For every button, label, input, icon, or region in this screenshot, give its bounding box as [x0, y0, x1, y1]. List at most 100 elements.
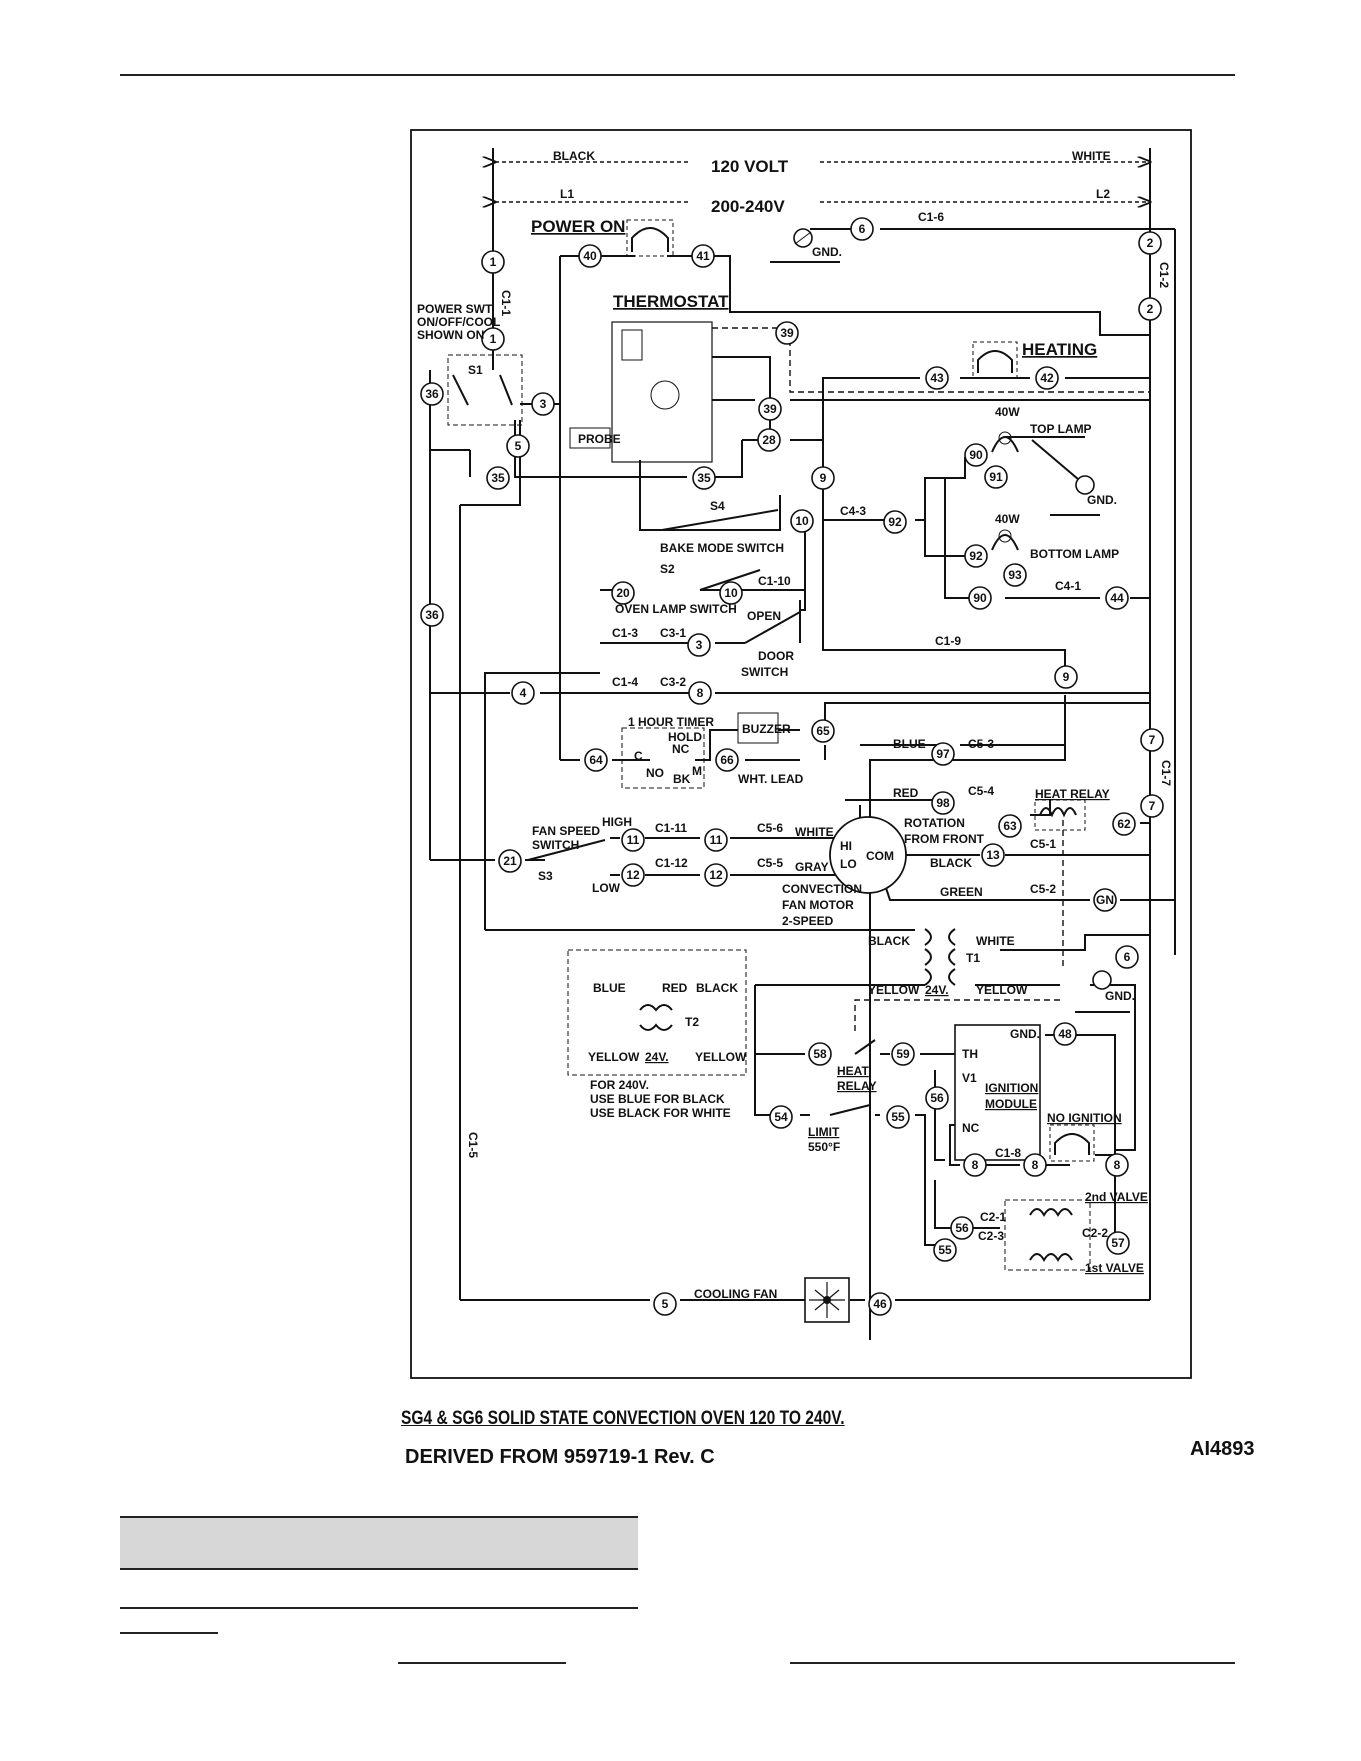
svg-text:9: 9	[820, 471, 827, 485]
svg-text:9: 9	[1063, 670, 1070, 684]
svg-text:62: 62	[1117, 817, 1131, 831]
l2-label: L2	[1096, 187, 1110, 201]
bottom-lamp-icon	[991, 534, 1019, 551]
convection-fan-motor	[829, 816, 907, 894]
s1-label: S1	[468, 363, 483, 377]
t1-transformer-icon	[924, 928, 956, 986]
power-on-label: POWER ON	[531, 217, 625, 236]
top-lamp-label: TOP LAMP	[1030, 422, 1092, 436]
component-labels: POWER ON THERMOSTAT HEATING POWER SWT ON…	[417, 217, 1148, 1301]
svg-text:43: 43	[930, 371, 944, 385]
im-th-label: TH	[962, 1047, 978, 1061]
voltage-120-label: 120 VOLT	[711, 157, 789, 176]
door-switch-label-1: DOOR	[758, 649, 794, 663]
second-valve-label: 2nd VALVE	[1085, 1190, 1148, 1204]
ignition-module-box	[954, 1024, 1041, 1161]
svg-text:GN: GN	[1096, 893, 1114, 907]
svg-text:97: 97	[936, 747, 950, 761]
wiring	[429, 148, 1176, 1340]
svg-text:55: 55	[938, 1243, 952, 1257]
t2-blue-label: BLUE	[593, 981, 626, 995]
svg-text:13: 13	[986, 848, 1000, 862]
svg-text:11: 11	[710, 833, 723, 847]
svg-text:36: 36	[425, 608, 439, 622]
timer-label: 1 HOUR TIMER	[628, 715, 714, 729]
ignition-module-label-2: MODULE	[985, 1097, 1037, 1111]
svg-text:7: 7	[1149, 799, 1156, 813]
svg-text:3: 3	[540, 397, 547, 411]
svg-text:2: 2	[1147, 302, 1154, 316]
black-wire-label: BLACK	[930, 856, 972, 870]
motor-label-1: CONVECTION	[782, 882, 862, 896]
svg-text:40: 40	[583, 249, 597, 263]
connector-c1-2: C1-2	[1157, 262, 1171, 288]
svg-text:92: 92	[969, 549, 983, 563]
connector-c1-8: C1-8	[995, 1146, 1021, 1160]
svg-text:64: 64	[589, 753, 603, 767]
svg-text:1: 1	[490, 255, 497, 269]
motor-label-2: FAN MOTOR	[782, 898, 854, 912]
connector-c3-1: C3-1	[660, 626, 686, 640]
power-switch-label-2: ON/OFF/COOL	[417, 315, 500, 329]
white-label: WHITE	[1072, 149, 1111, 163]
gnd-label-lamps: GND.	[1087, 493, 1117, 507]
t2-red-label: RED	[662, 981, 688, 995]
s4-label: S4	[710, 499, 725, 513]
ground-icon	[770, 228, 1130, 1013]
svg-text:59: 59	[896, 1047, 910, 1061]
no-ignition-lamp-icon	[1054, 1133, 1090, 1155]
s2-label: S2	[660, 562, 675, 576]
l1-label: L1	[560, 187, 574, 201]
white-wire-label: WHITE	[795, 825, 834, 839]
fan-speed-switch-label-1: FAN SPEED	[532, 824, 600, 838]
svg-text:57: 57	[1111, 1236, 1125, 1250]
components	[447, 219, 1130, 1323]
timer-box	[621, 727, 705, 789]
power-switch-label-1: POWER SWT	[417, 302, 493, 316]
oven-lamp-switch-label: OVEN LAMP SWITCH	[615, 602, 737, 616]
timer-c-label: C	[634, 749, 643, 763]
bottom-lamp-watt: 40W	[995, 512, 1020, 526]
s3-label: S3	[538, 869, 553, 883]
t2-label: T2	[685, 1015, 699, 1029]
gray-wire-label: GRAY	[795, 860, 829, 874]
svg-text:8: 8	[972, 1158, 979, 1172]
rotation-label-2: FROM FRONT	[904, 832, 985, 846]
heating-label: HEATING	[1022, 340, 1097, 359]
buzzer-label: BUZZER	[742, 722, 791, 736]
svg-text:44: 44	[1110, 591, 1124, 605]
power-switch-label-3: SHOWN ON	[417, 328, 484, 342]
svg-text:35: 35	[491, 471, 505, 485]
high-label: HIGH	[602, 815, 632, 829]
t1-black-label: BLACK	[868, 934, 910, 948]
svg-text:3: 3	[696, 638, 703, 652]
svg-text:12: 12	[709, 868, 723, 882]
buzzer-box	[737, 712, 779, 744]
gnd-label-t1: GND.	[1105, 989, 1135, 1003]
connector-c2-1: C2-1	[980, 1210, 1006, 1224]
svg-text:10: 10	[795, 514, 809, 528]
connector-c2-3: C2-3	[978, 1229, 1004, 1243]
drawing-id: AI4893	[1190, 1438, 1255, 1460]
switch-blades	[452, 374, 876, 1116]
svg-text:48: 48	[1058, 1027, 1072, 1041]
svg-text:93: 93	[1008, 568, 1022, 582]
first-valve-coil-icon	[1029, 1253, 1073, 1262]
svg-text:7: 7	[1149, 733, 1156, 747]
connector-c1-7: C1-7	[1159, 760, 1173, 786]
thermostat-board	[611, 321, 713, 463]
svg-text:28: 28	[762, 433, 776, 447]
svg-text:54: 54	[774, 1110, 788, 1124]
svg-text:56: 56	[955, 1221, 969, 1235]
svg-text:39: 39	[763, 402, 777, 416]
derived-from-note: DERIVED FROM 959719-1 Rev. C	[405, 1446, 715, 1468]
svg-text:66: 66	[720, 753, 734, 767]
second-valve-coil-icon	[1029, 1208, 1073, 1217]
svg-text:8: 8	[697, 686, 704, 700]
svg-text:21: 21	[503, 854, 517, 868]
t2-black-label: BLACK	[696, 981, 738, 995]
timer-m-label: M	[692, 764, 702, 778]
svg-text:98: 98	[936, 796, 950, 810]
connector-c5-5: C5-5	[757, 856, 783, 870]
svg-text:2: 2	[1147, 236, 1154, 250]
